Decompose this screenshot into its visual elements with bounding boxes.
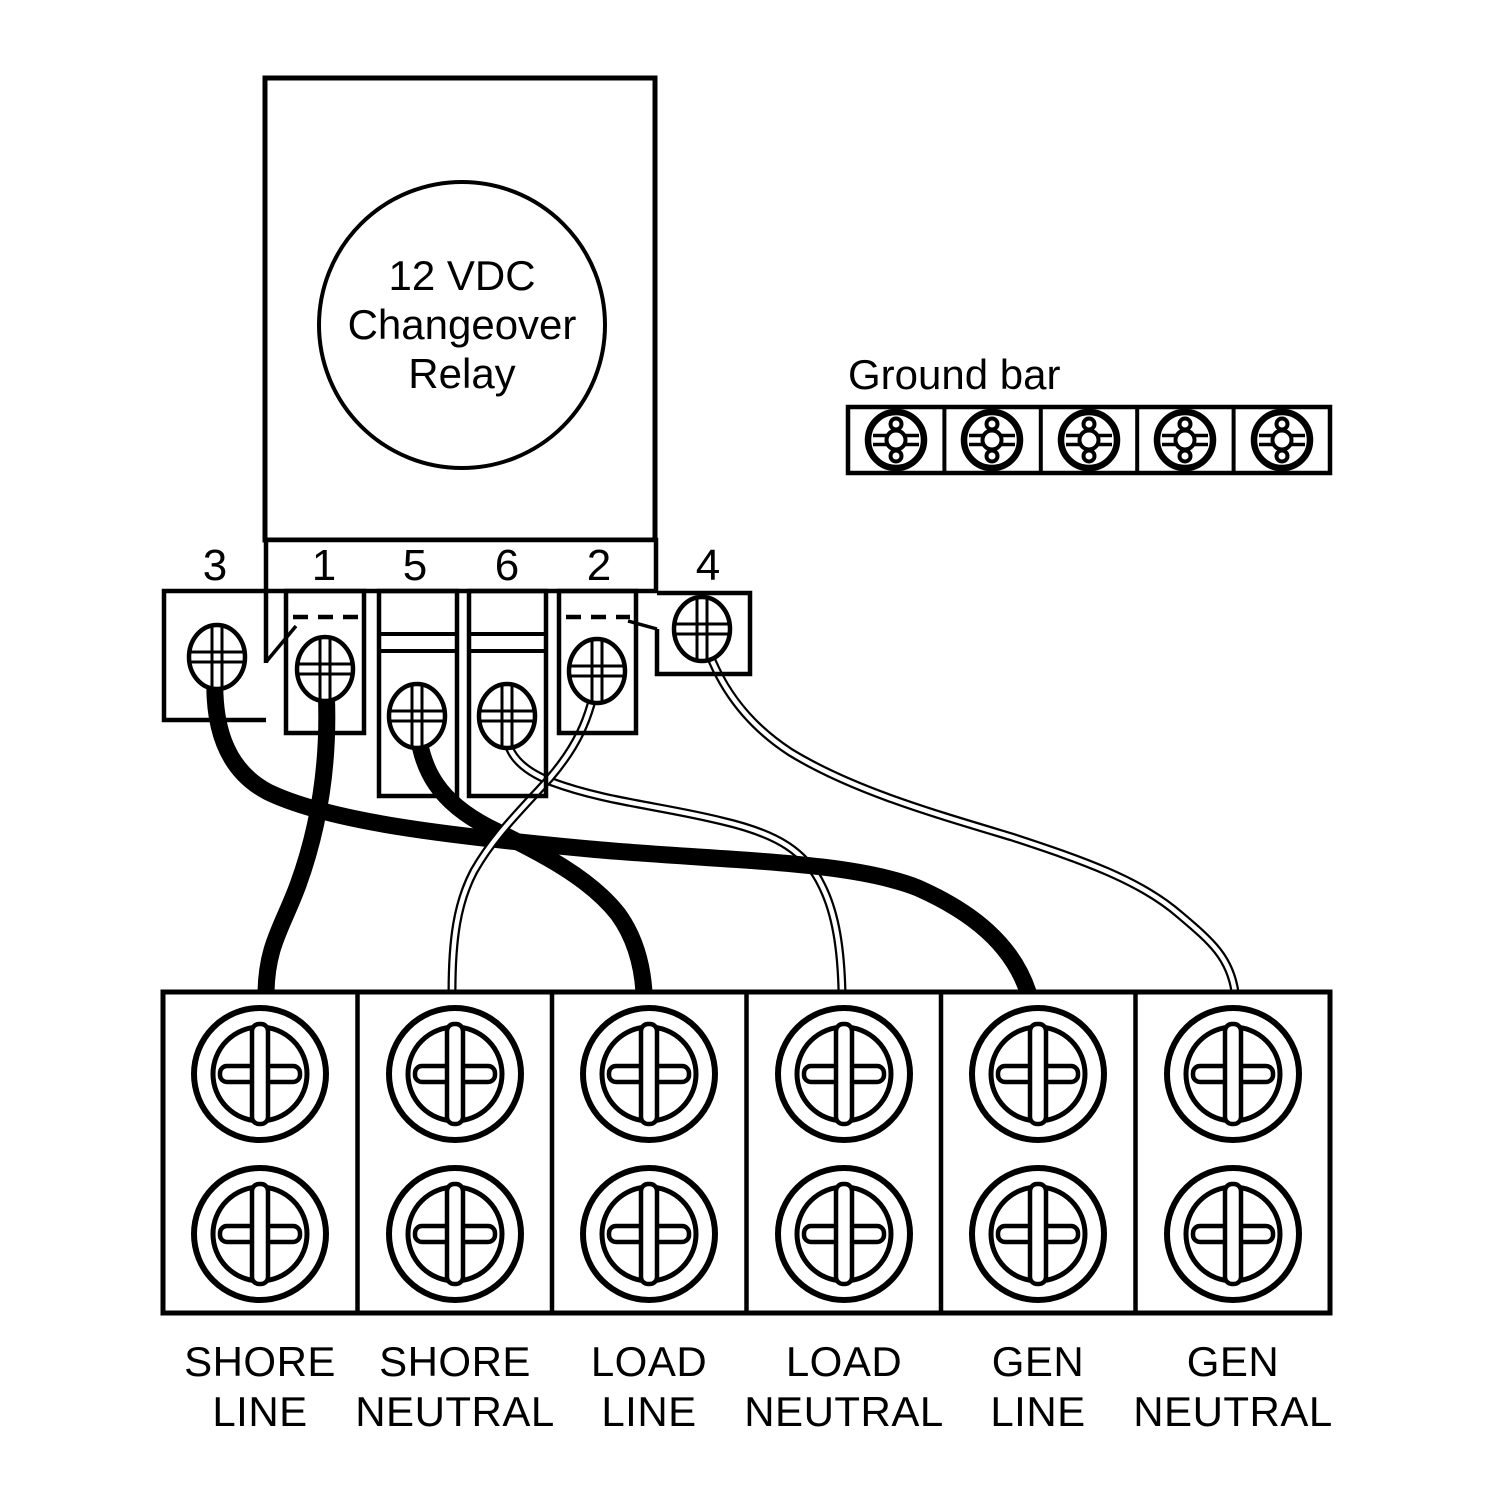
terminal-box-6 (466, 588, 549, 799)
terminal-label-5: 5 (403, 541, 427, 590)
screw-icon-terminal-1 (297, 637, 353, 701)
contact-arm-2-4 (627, 619, 658, 631)
screw-icon-terminal-6 (479, 684, 535, 748)
terminal-box-3 (161, 588, 269, 723)
screw-icon-shore-line-bottom (194, 1168, 326, 1300)
ground-screw-icon (1061, 412, 1117, 468)
terminal-label-6: 6 (495, 541, 519, 590)
relay-title-line3: Relay (408, 350, 515, 397)
terminal-box-4 (654, 590, 753, 677)
relay-terminal-number-strip (263, 537, 659, 594)
screw-icon-terminal-4 (674, 597, 730, 661)
relay-title-line2: Changeover (348, 301, 577, 348)
ground-screw-icon (1157, 412, 1213, 468)
bottom-terminal-labels: SHORE LINE SHORE NEUTRAL LOAD LINE LOAD … (184, 1338, 1333, 1435)
terminal-box-2 (556, 588, 639, 736)
bottom-terminal-strip (160, 989, 1333, 1316)
screw-icon-terminal-3 (189, 625, 245, 689)
label-gen-line-1: GEN (992, 1338, 1085, 1385)
wire-terminal5-to-load-line (408, 711, 653, 1001)
ground-screw-icon (868, 412, 924, 468)
label-shore-neutral-2: NEUTRAL (355, 1388, 555, 1435)
screw-icon-shore-line-top (194, 1008, 326, 1140)
ground-screw-icon (1254, 412, 1310, 468)
relay-coil-circle (317, 180, 607, 470)
screw-icon-shore-neutral-top (389, 1008, 521, 1140)
screw-icon-load-neutral-bottom (778, 1168, 910, 1300)
screw-icon-gen-line-bottom (972, 1168, 1104, 1300)
screw-icon-load-neutral-top (778, 1008, 910, 1140)
terminal-box-1 (283, 588, 367, 736)
ground-bar-label: Ground bar (848, 351, 1060, 398)
wire-terminal4-to-gen-neutral (697, 630, 1240, 993)
label-load-line-2: LINE (601, 1388, 696, 1435)
terminal-label-4: 4 (696, 541, 720, 590)
label-shore-line-2: LINE (212, 1388, 307, 1435)
ground-bar (845, 404, 1333, 476)
terminal-box-5 (376, 588, 460, 799)
label-load-line-1: LOAD (591, 1338, 707, 1385)
wire-terminal3-to-gen-line (206, 651, 1037, 1001)
wire-terminal1-to-shore-line (257, 663, 336, 1001)
label-gen-line-2: LINE (990, 1388, 1085, 1435)
relay-title-line1: 12 VDC (388, 252, 535, 299)
label-load-neutral-1: LOAD (786, 1338, 902, 1385)
screw-icon-gen-neutral-bottom (1167, 1168, 1299, 1300)
label-gen-neutral-1: GEN (1187, 1338, 1280, 1385)
label-gen-neutral-2: NEUTRAL (1133, 1388, 1333, 1435)
screw-icon-terminal-5 (389, 684, 445, 748)
terminal-label-1: 1 (312, 541, 336, 590)
label-load-neutral-2: NEUTRAL (744, 1388, 944, 1435)
terminal-label-3: 3 (203, 541, 227, 590)
wire-terminal6-to-load-neutral (501, 719, 847, 993)
screw-icon-gen-line-top (972, 1008, 1104, 1140)
screw-icon-terminal-2 (569, 639, 625, 703)
screw-icon-load-line-bottom (583, 1168, 715, 1300)
contact-arm-3-1 (264, 624, 298, 664)
label-shore-neutral-1: SHORE (379, 1338, 531, 1385)
screw-icon-shore-neutral-bottom (389, 1168, 521, 1300)
label-shore-line-1: SHORE (184, 1338, 336, 1385)
screw-icon-load-line-top (583, 1008, 715, 1140)
ground-screw-icon (964, 412, 1020, 468)
screw-icon-gen-neutral-top (1167, 1008, 1299, 1140)
terminal-label-2: 2 (587, 541, 611, 590)
